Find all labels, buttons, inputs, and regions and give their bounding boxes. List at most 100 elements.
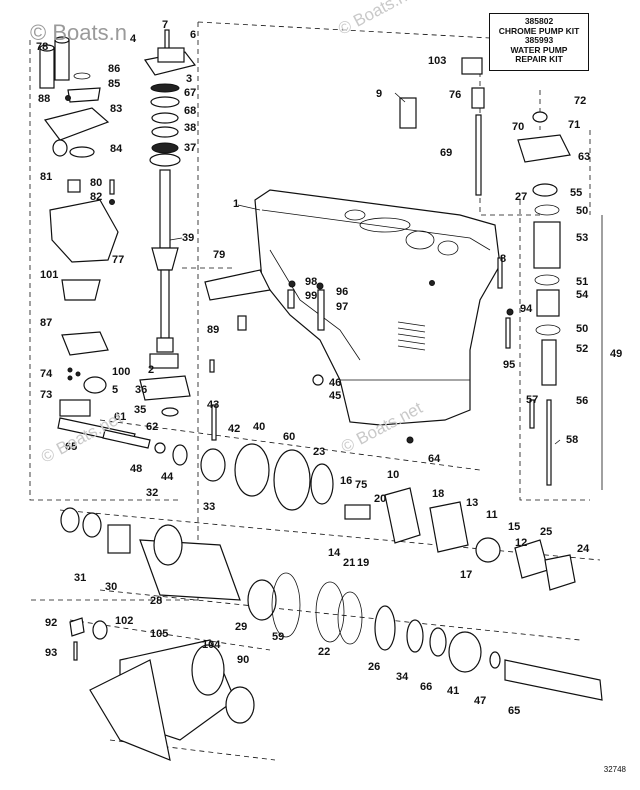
callout-65-propshaft: 65 xyxy=(508,705,520,717)
leader-lines xyxy=(169,92,603,490)
callout-48: 48 xyxy=(130,463,142,475)
callout-23: 23 xyxy=(313,446,325,458)
callout-42: 42 xyxy=(228,423,240,435)
callout-77: 77 xyxy=(112,254,124,266)
callout-40: 40 xyxy=(253,421,265,433)
callout-94: 94 xyxy=(520,303,533,315)
callout-11: 11 xyxy=(486,509,498,521)
callout-81: 81 xyxy=(40,171,52,183)
callout-33: 33 xyxy=(203,501,215,513)
callout-50: 50 xyxy=(576,205,588,217)
callout-10: 10 xyxy=(387,469,399,481)
callout-6: 6 xyxy=(190,29,196,41)
callout-13: 13 xyxy=(466,497,478,509)
callout-89: 89 xyxy=(207,324,219,336)
callout-86: 86 xyxy=(108,63,120,75)
kit-repair-label-1: WATER PUMP xyxy=(510,44,568,55)
callout-82: 82 xyxy=(90,191,102,203)
callout-65: 65 xyxy=(65,441,77,453)
callout-61: 61 xyxy=(114,411,126,423)
callout-95: 95 xyxy=(503,359,515,371)
callout-54: 54 xyxy=(576,289,589,301)
assembly-guide-lines xyxy=(29,21,601,761)
callout-18: 18 xyxy=(432,488,444,500)
callout-58: 58 xyxy=(566,434,578,446)
callout-45: 45 xyxy=(329,390,341,402)
callout-4: 4 xyxy=(130,33,137,45)
callout-17: 17 xyxy=(460,569,472,581)
callout-60: 60 xyxy=(283,431,295,443)
callout-31: 31 xyxy=(74,572,86,584)
callout-24: 24 xyxy=(577,543,590,555)
callout-1: 1 xyxy=(233,198,239,210)
callout-83: 83 xyxy=(110,103,122,115)
callout-25: 25 xyxy=(540,526,552,538)
callout-51: 51 xyxy=(576,276,588,288)
callout-75: 75 xyxy=(355,479,367,491)
callout-41: 41 xyxy=(447,685,459,697)
callout-70: 70 xyxy=(512,121,524,133)
callout-102: 102 xyxy=(115,615,133,627)
callout-5: 5 xyxy=(112,384,118,396)
callout-43: 43 xyxy=(207,399,219,411)
right-column-parts xyxy=(312,57,571,486)
callout-53: 53 xyxy=(576,232,588,244)
drive-shaft xyxy=(139,29,197,417)
callout-98: 98 xyxy=(305,276,317,288)
callout-68: 68 xyxy=(184,105,196,117)
callout-22: 22 xyxy=(318,646,330,658)
callout-99: 99 xyxy=(305,290,317,302)
callout-34: 34 xyxy=(396,671,409,683)
callout-71: 71 xyxy=(568,119,580,131)
callout-63: 63 xyxy=(578,151,590,163)
mid-row-parts xyxy=(172,269,576,591)
callout-104: 104 xyxy=(202,639,221,651)
callout-28: 28 xyxy=(150,595,162,607)
callout-87: 87 xyxy=(40,317,52,329)
kit-info-box: 385802 CHROME PUMP KIT 385993 WATER PUMP… xyxy=(489,13,589,71)
callout-74: 74 xyxy=(40,368,53,380)
callout-46: 46 xyxy=(329,377,341,389)
propshaft-assembly xyxy=(60,507,603,761)
callout-39: 39 xyxy=(182,232,194,244)
callout-37: 37 xyxy=(184,142,196,154)
callout-32: 32 xyxy=(146,487,158,499)
water-pump-parts xyxy=(39,36,166,454)
callout-88: 88 xyxy=(38,93,50,105)
callout-7: 7 xyxy=(162,19,168,31)
callout-85: 85 xyxy=(108,78,120,90)
callout-59: 59 xyxy=(272,631,284,643)
callout-92: 92 xyxy=(45,617,57,629)
drawing-number: 32748 xyxy=(603,765,626,774)
callout-67: 67 xyxy=(184,87,196,99)
callout-29: 29 xyxy=(235,621,247,633)
callout-52: 52 xyxy=(576,343,588,355)
kit-repair-number: 385993 xyxy=(524,35,554,45)
callout-50-lower: 50 xyxy=(576,323,588,335)
callout-36: 36 xyxy=(135,384,147,396)
callout-49: 49 xyxy=(610,348,622,360)
callout-20: 20 xyxy=(374,493,386,505)
callout-38: 38 xyxy=(184,122,196,134)
callout-19: 19 xyxy=(357,557,369,569)
callout-8: 8 xyxy=(500,253,506,265)
callout-12: 12 xyxy=(515,537,527,549)
callout-96: 96 xyxy=(336,286,348,298)
callout-2: 2 xyxy=(148,364,154,376)
callout-27: 27 xyxy=(515,191,527,203)
callout-69: 69 xyxy=(440,147,452,159)
kit-repair-label-2: REPAIR KIT xyxy=(515,54,563,64)
callout-100: 100 xyxy=(112,366,130,378)
callout-16: 16 xyxy=(340,475,352,487)
callout-57: 57 xyxy=(526,394,538,406)
callout-30: 30 xyxy=(105,581,117,593)
watermark-top-left: © Boats.n xyxy=(30,20,127,45)
kit-chrome-number: 385802 xyxy=(524,16,554,26)
callout-73: 73 xyxy=(40,389,52,401)
callout-35: 35 xyxy=(134,404,146,416)
callout-66: 66 xyxy=(420,681,432,693)
callout-62: 62 xyxy=(146,421,158,433)
callout-44: 44 xyxy=(161,471,174,483)
callout-55: 55 xyxy=(570,187,582,199)
